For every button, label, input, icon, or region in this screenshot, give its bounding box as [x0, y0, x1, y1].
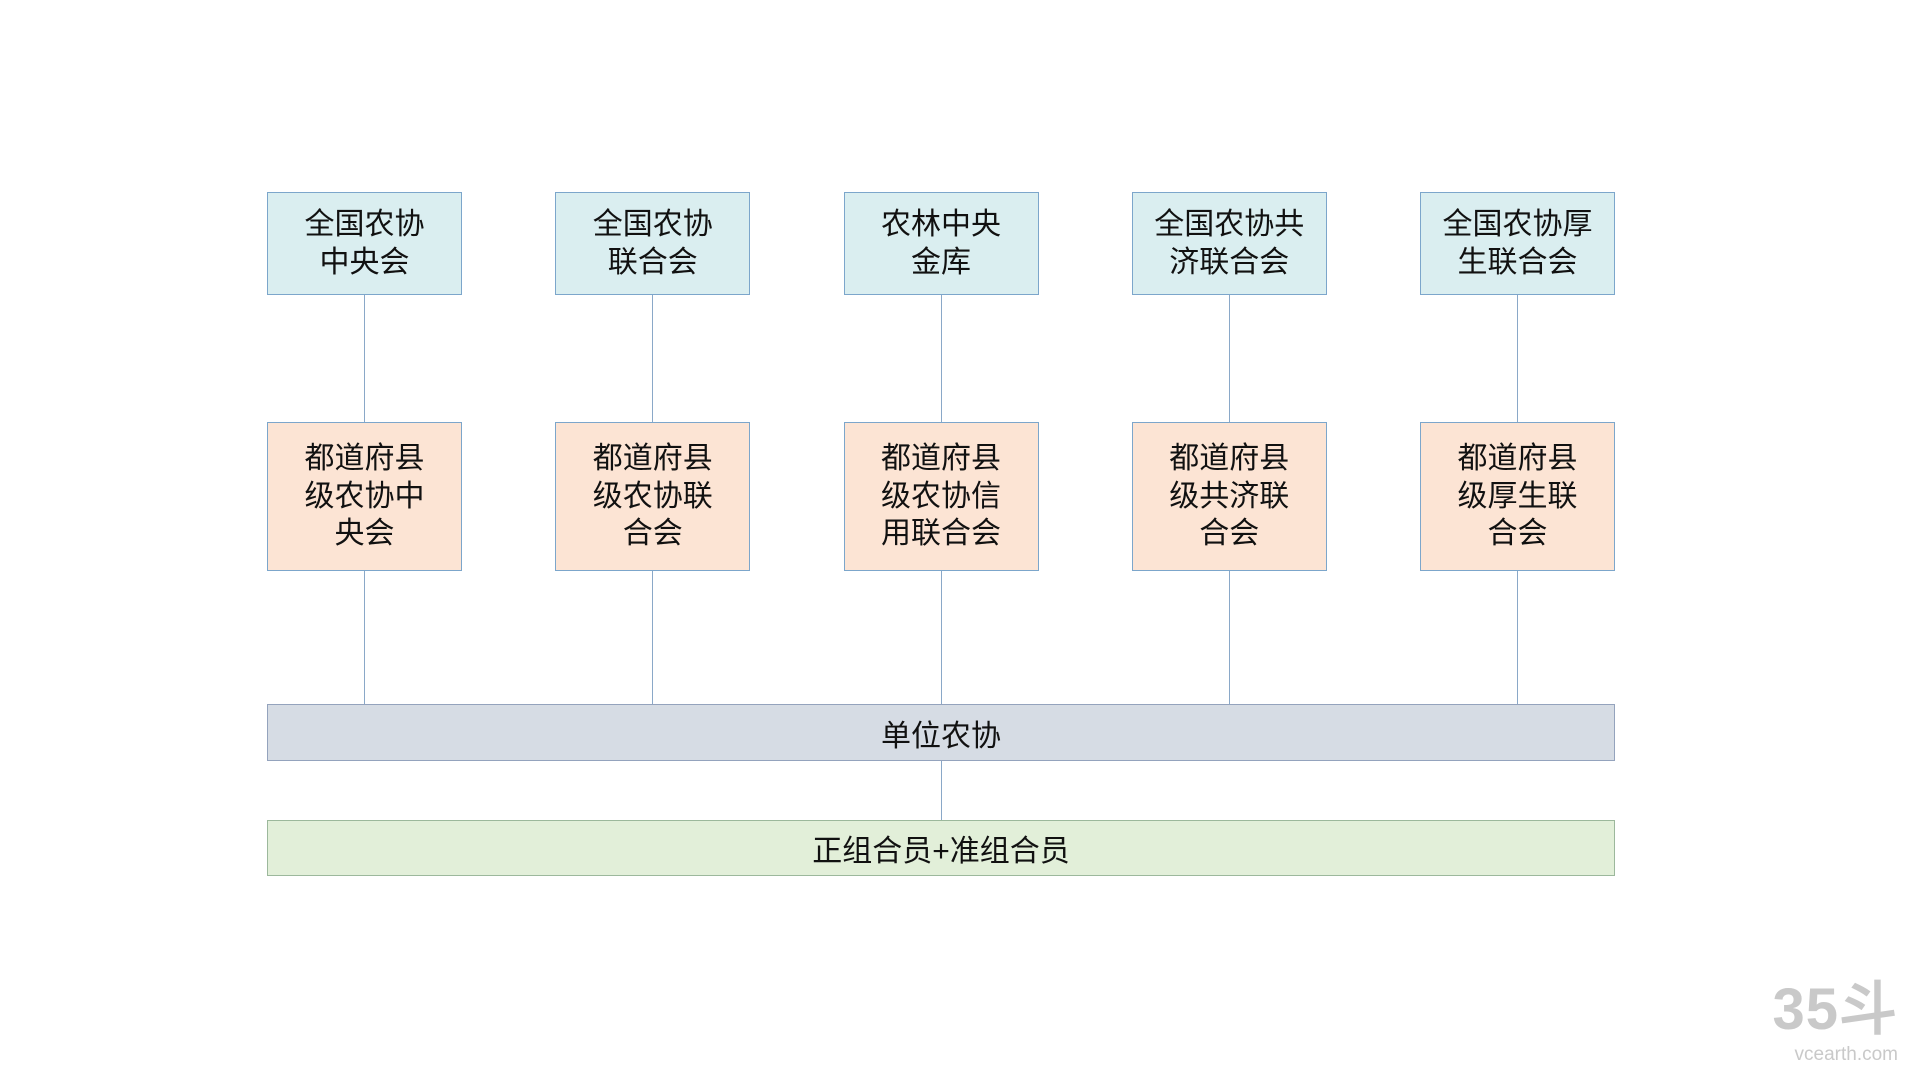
org-box-prefectural-mutual-aid: 都道府县 级共济联 合会: [1131, 422, 1327, 571]
org-column-2: 全国农协 联合会 都道府县 级农协联 合会: [555, 192, 751, 704]
org-column-1: 全国农协 中央会 都道府县 级农协中 央会: [267, 192, 462, 704]
org-box-prefectural-welfare: 都道府县 级厚生联 合会: [1420, 422, 1615, 571]
watermark-logo: 35斗: [1772, 977, 1898, 1042]
watermark-site: vcearth.com: [1794, 1044, 1898, 1065]
connector-line: [652, 295, 654, 422]
unit-coop-bar: 单位农协: [267, 704, 1615, 761]
org-column-5: 全国农协厚 生联合会 都道府县 级厚生联 合会: [1420, 192, 1615, 704]
connector-line: [652, 571, 654, 704]
connector-line: [940, 761, 942, 820]
org-box-prefectural-federation: 都道府县 级农协联 合会: [555, 422, 751, 571]
connector-line: [1517, 295, 1518, 422]
connector-line: [940, 295, 942, 422]
connector-line: [364, 571, 365, 704]
watermark: 35斗 vcearth.com: [1772, 977, 1898, 1065]
org-box-national-mutual-aid: 全国农协共 济联合会: [1131, 192, 1327, 295]
connector-line: [1228, 295, 1230, 422]
connector-line: [940, 571, 942, 704]
org-chart-columns: 全国农协 中央会 都道府县 级农协中 央会 全国农协 联合会 都道府县 级农协联…: [267, 192, 1615, 704]
org-column-3: 农林中央 金库 都道府县 级农协信 用联合会: [843, 192, 1039, 704]
connector-line: [1228, 571, 1230, 704]
org-box-prefectural-credit-federation: 都道府县 级农协信 用联合会: [843, 422, 1039, 571]
connector-line: [364, 295, 365, 422]
org-box-prefectural-central: 都道府县 级农协中 央会: [267, 422, 462, 571]
org-box-national-welfare: 全国农协厚 生联合会: [1420, 192, 1615, 295]
member-bar: 正组合员+准组合员: [267, 820, 1615, 876]
org-chart: 全国农协 中央会 都道府县 级农协中 央会 全国农协 联合会 都道府县 级农协联…: [267, 192, 1615, 876]
connector-line: [1517, 571, 1518, 704]
org-box-norinchukin-bank: 农林中央 金库: [843, 192, 1039, 295]
org-box-national-federation: 全国农协 联合会: [555, 192, 751, 295]
org-box-national-central: 全国农协 中央会: [267, 192, 462, 295]
org-column-4: 全国农协共 济联合会 都道府县 级共济联 合会: [1131, 192, 1327, 704]
